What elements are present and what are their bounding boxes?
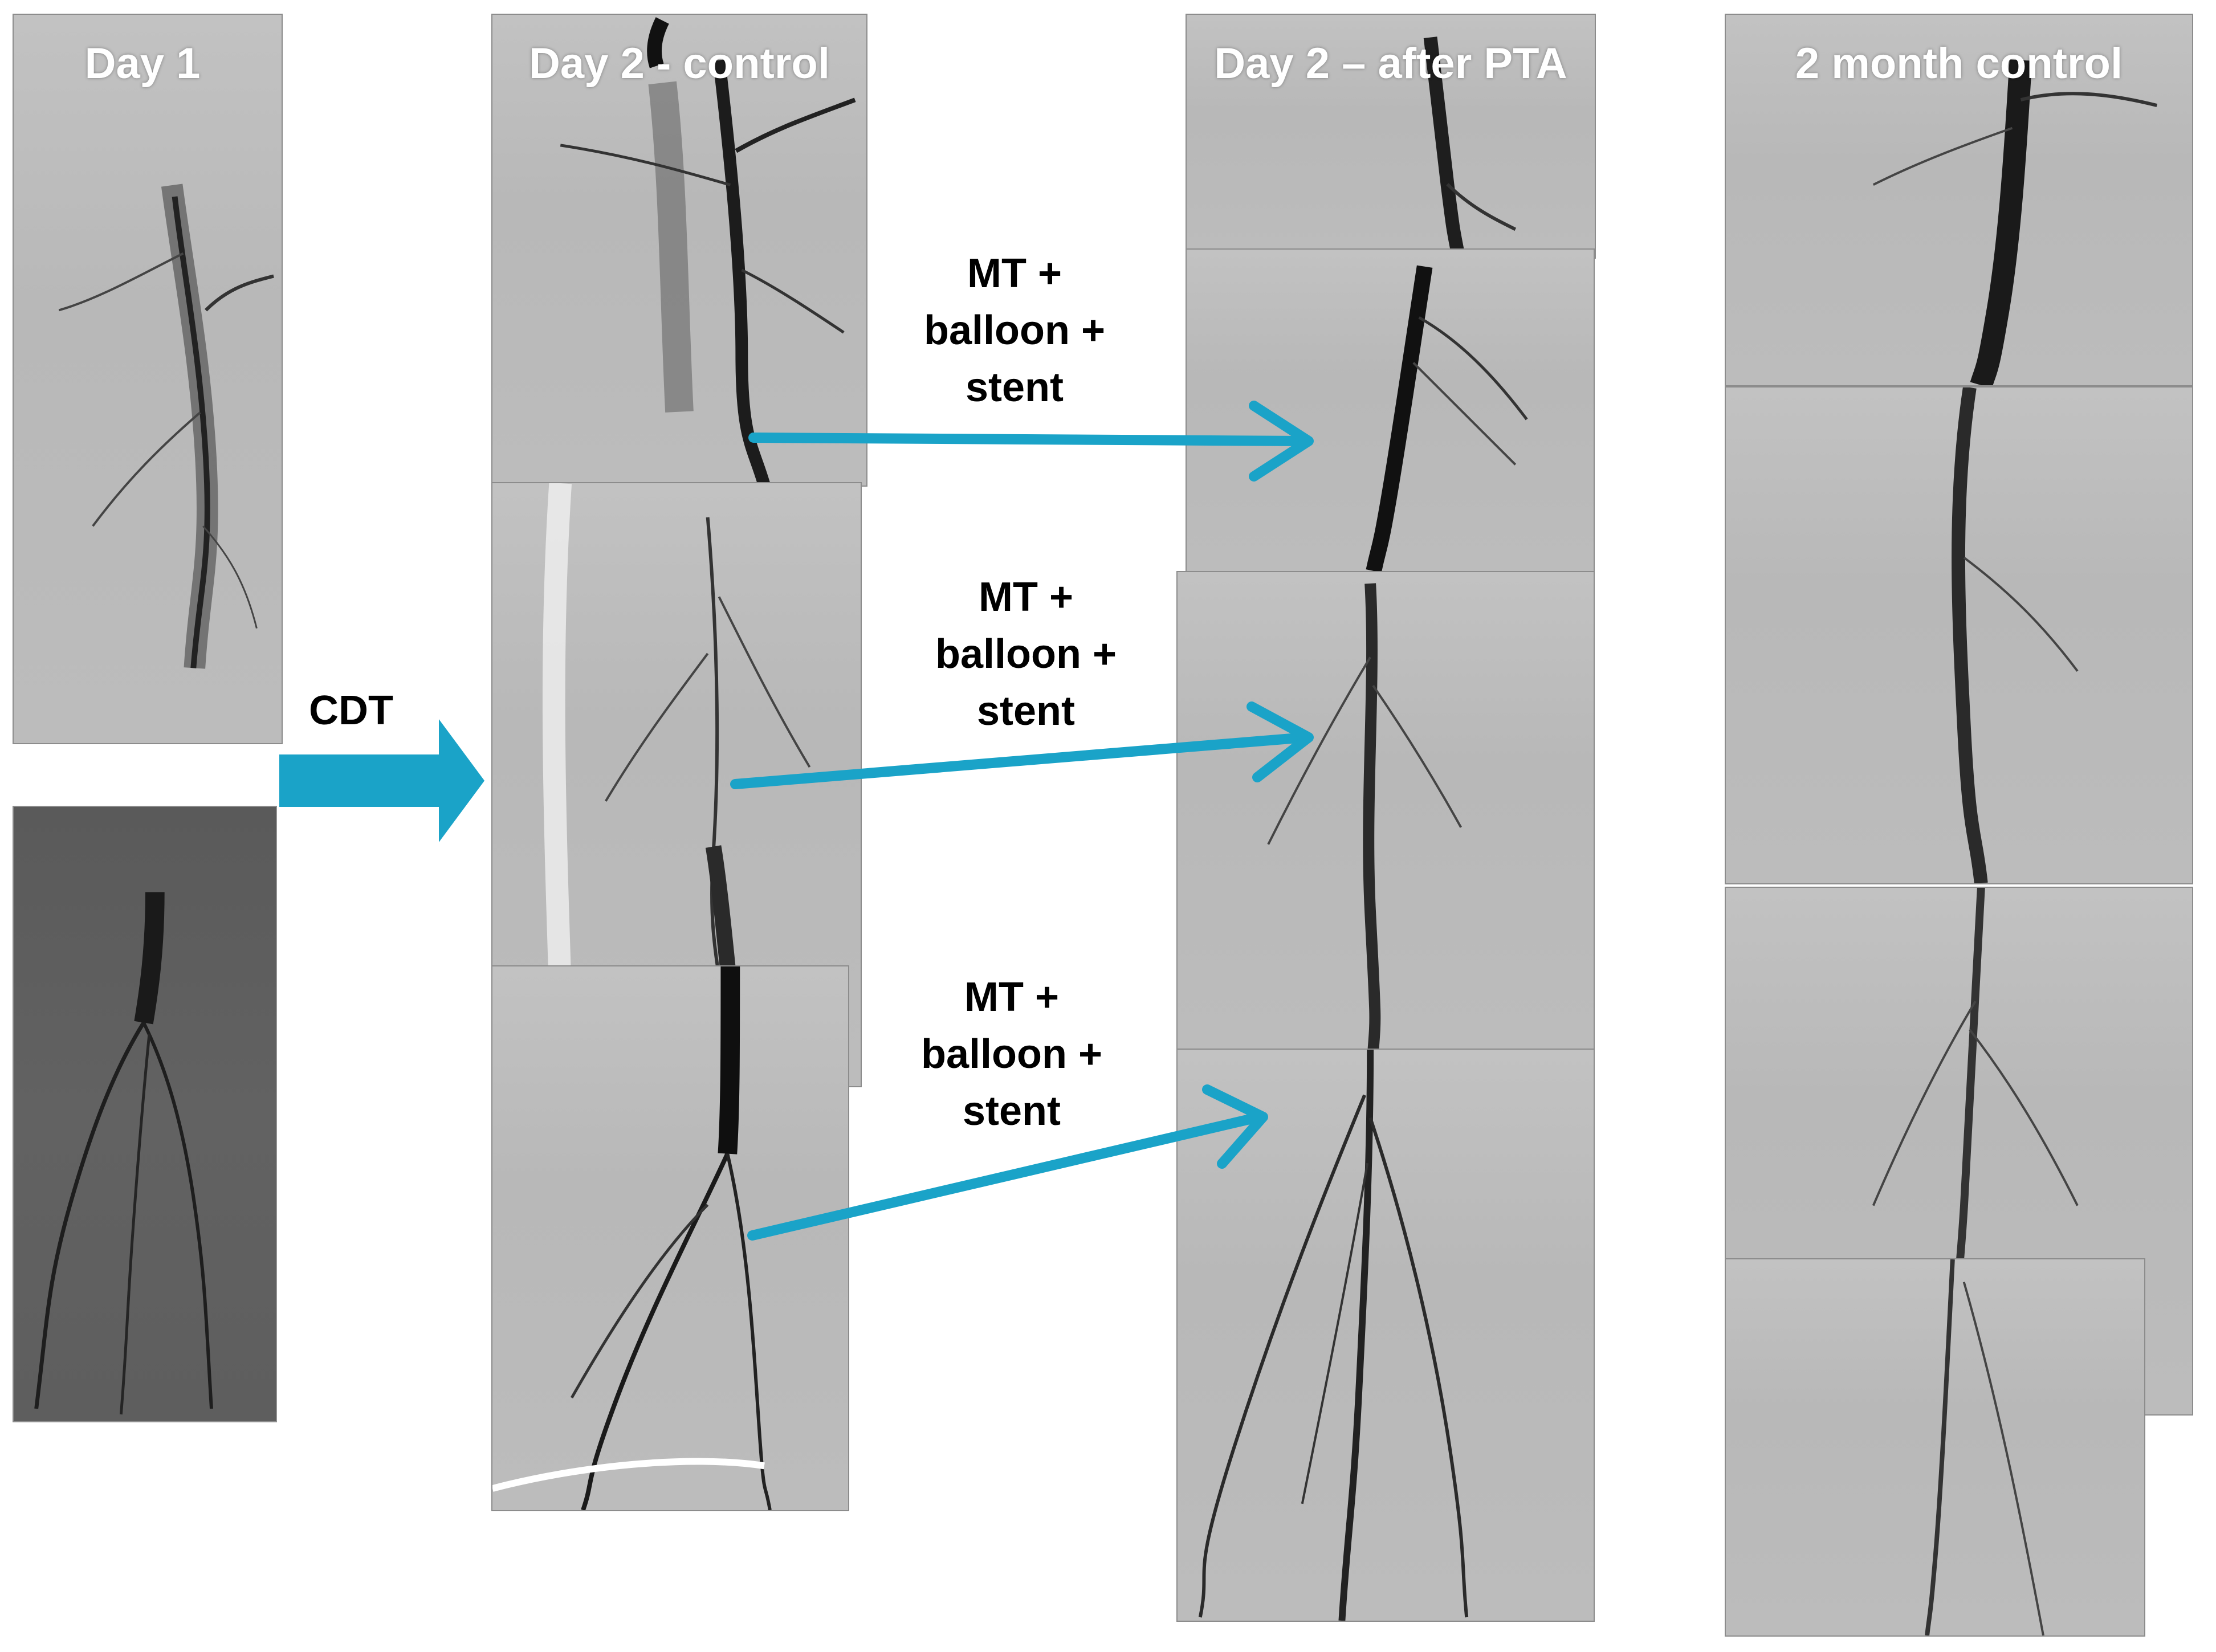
day2-after-pta-angiogram-upper [1186, 248, 1595, 572]
day1-angiogram-upper [13, 14, 283, 744]
cdt-arrow [279, 719, 484, 842]
intervention-label-1: MT + balloon + stent [889, 245, 1140, 416]
step-line-1: MT + [964, 974, 1059, 1020]
step-line-1: MT + [978, 574, 1073, 620]
step-line-3: stent [976, 688, 1076, 734]
step-line-3: stent [962, 1088, 1061, 1134]
intervention-label-2: MT + balloon + stent [901, 569, 1151, 740]
day2-after-pta-angiogram-lower [1176, 1049, 1595, 1622]
vessel-tree [1952, 387, 2079, 883]
day2-control-angiogram-lower [491, 965, 849, 1511]
month2-angiogram-lower [1725, 1258, 2145, 1637]
step-line-3: stent [965, 365, 1064, 410]
cdt-label: CDT [309, 688, 393, 733]
column-label-2-month-control: 2 month control [1795, 39, 2123, 88]
step-line-2: balloon + [920, 1031, 1103, 1077]
vessel-tree [1872, 59, 2158, 385]
vessel-tree [1366, 265, 1528, 571]
day2-after-pta-angiogram-middle [1176, 571, 1595, 1053]
vessel-tree [1198, 1050, 1469, 1621]
intervention-label-3: MT + balloon + stent [886, 969, 1137, 1140]
vessel-tree [58, 183, 274, 669]
column-label-day1: Day 1 [84, 39, 201, 88]
step-line-1: MT + [967, 251, 1062, 296]
step-line-2: balloon + [935, 631, 1117, 677]
vessel-tree [560, 17, 856, 486]
vessel-tree [1423, 36, 1517, 258]
vessel-tree [34, 892, 213, 1415]
month2-angiogram-upper [1725, 386, 2193, 884]
column-label-day2-after-pta: Day 2 – after PTA [1214, 39, 1567, 88]
step-line-2: balloon + [923, 308, 1106, 353]
column-label-day2-control: Day 2 - control [529, 39, 830, 88]
vessel-tree [1925, 1259, 2044, 1635]
day2-control-angiogram-upper [491, 14, 867, 487]
day1-angiogram-lower [13, 806, 277, 1422]
vessel-tree [492, 966, 772, 1510]
month2-angiogram-top [1725, 14, 2193, 386]
day2-after-pta-angiogram-top [1186, 14, 1596, 259]
vessel-tree [1267, 583, 1463, 1052]
